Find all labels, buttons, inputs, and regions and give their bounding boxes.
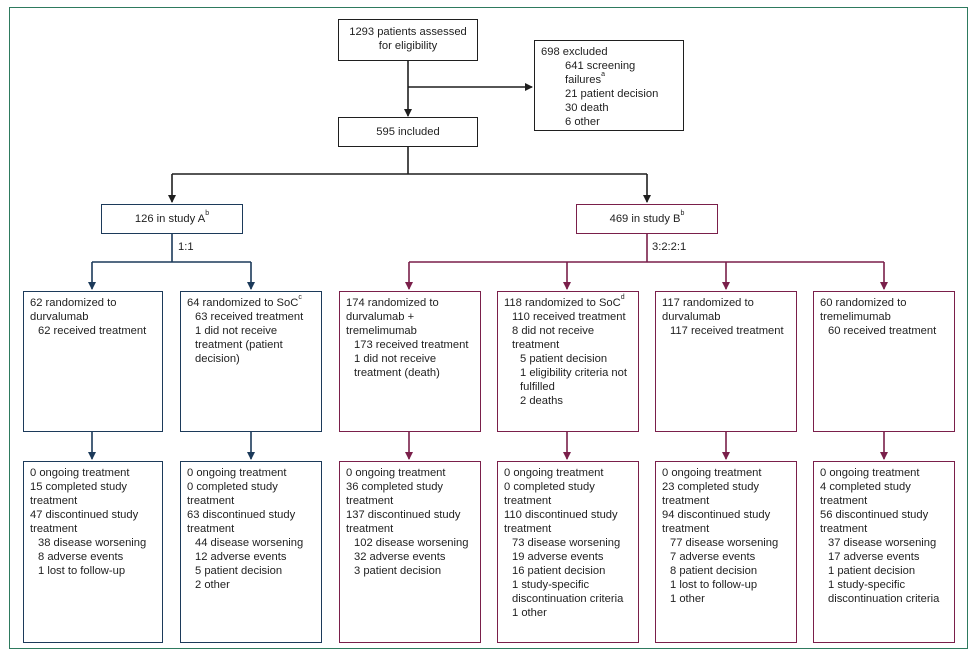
arm-3-outcome-box-line: 36 completed study treatment bbox=[346, 481, 444, 507]
arm-1-outcome-box-line: 1 lost to follow-up bbox=[38, 565, 126, 577]
arm-4-outcome-box: 0 ongoing treatment 0 completed study tre… bbox=[497, 461, 639, 643]
arm-5-randomized-box-line: 117 received treatment bbox=[670, 325, 784, 337]
arm-1-outcome-box-line: 15 completed study treatment bbox=[30, 481, 128, 507]
arm-3-outcome-box-line: 137 discontinued study treatment bbox=[346, 509, 461, 535]
arm-5-randomized-box-line: 117 randomized to durvalumab bbox=[662, 297, 754, 323]
arm-4-randomized-box-line: 2 deaths bbox=[520, 395, 563, 407]
study-b-ratio: 3:2:2:1 bbox=[652, 241, 687, 253]
arm-4-randomized-box-line: 8 did not receive treatment bbox=[512, 325, 595, 351]
arm-2-outcome-box-line: 12 adverse events bbox=[195, 551, 287, 563]
arm-2-outcome-box-line: 0 completed study treatment bbox=[187, 481, 278, 507]
study-b-label: 469 in study B bbox=[609, 213, 681, 225]
arm-2-outcome-box-line: 63 discontinued study treatment bbox=[187, 509, 296, 535]
arm-3-outcome-box-line: 102 disease worsening bbox=[354, 537, 469, 549]
study-b-connectors bbox=[405, 234, 888, 460]
arm-4-outcome-box-line: 0 ongoing treatment bbox=[504, 467, 604, 479]
arm-1-outcome-box-line: 0 ongoing treatment bbox=[30, 467, 130, 479]
included-text: 595 included bbox=[376, 126, 440, 138]
study-a-box: 126 in study Ab bbox=[101, 204, 243, 234]
arm-1-outcome-box-line: 38 disease worsening bbox=[38, 537, 147, 549]
excluded-item: 641 screening failuresa bbox=[565, 60, 636, 86]
study-a-footnote: b bbox=[205, 210, 210, 217]
arm-3-randomized-box: 174 randomized to durvalumab + tremelimu… bbox=[339, 291, 481, 432]
arm-2-outcome-box: 0 ongoing treatment 0 completed study tre… bbox=[180, 461, 322, 643]
arm-6-outcome-box-line: 37 disease worsening bbox=[828, 537, 937, 549]
arm-1-outcome-box-line: 8 adverse events bbox=[38, 551, 124, 563]
excluded-item: 6 other bbox=[565, 116, 600, 128]
excluded-item: 30 death bbox=[565, 102, 609, 114]
arm-6-outcome-box-line: 56 discontinued study treatment bbox=[820, 509, 929, 535]
arm-6-outcome-box-line: 1 patient decision bbox=[828, 565, 916, 577]
arm-1-outcome-box-line: 47 discontinued study treatment bbox=[30, 509, 139, 535]
arm-4-randomized-box-line: 5 patient decision bbox=[520, 353, 608, 365]
arm-1-outcome-box: 0 ongoing treatment 15 completed study tr… bbox=[23, 461, 163, 643]
arm-5-outcome-box-line: 23 completed study treatment bbox=[662, 481, 760, 507]
arm-5-outcome-box-line: 8 patient decision bbox=[670, 565, 758, 577]
arm-3-outcome-box-line: 0 ongoing treatment bbox=[346, 467, 446, 479]
arm-6-randomized-box-line: 60 received treatment bbox=[828, 325, 937, 337]
excluded-box: 698 excluded 641 screening failuresa 21 … bbox=[534, 40, 684, 131]
arm-2-outcome-box-line: 2 other bbox=[195, 579, 230, 591]
arm-3-outcome-box: 0 ongoing treatment 36 completed study tr… bbox=[339, 461, 481, 643]
arm-5-randomized-box: 117 randomized to durvalumab 117 received… bbox=[655, 291, 797, 432]
arm-2-randomized-box-line: 1 did not receive treatment (patient dec… bbox=[195, 325, 283, 365]
arm-3-outcome-box-line: 3 patient decision bbox=[354, 565, 442, 577]
arm-2-outcome-box-line: 0 ongoing treatment bbox=[187, 467, 287, 479]
study-b-footnote: b bbox=[680, 210, 685, 217]
arm-5-outcome-box-line: 0 ongoing treatment bbox=[662, 467, 762, 479]
figure-frame bbox=[9, 7, 968, 649]
assessed-text: 1293 patients assessed for eligibility bbox=[349, 26, 467, 52]
arm-4-randomized-box: 118 randomized to SoCd 110 received treat… bbox=[497, 291, 639, 432]
arm-4-randomized-box-line: 110 received treatment bbox=[512, 311, 626, 323]
arm-6-outcome-box: 0 ongoing treatment 4 completed study tre… bbox=[813, 461, 955, 643]
study-a-ratio: 1:1 bbox=[178, 241, 194, 253]
included-box: 595 included bbox=[338, 117, 478, 147]
arm-2-randomized-box: 64 randomized to SoCc 63 received treatme… bbox=[180, 291, 322, 432]
arm-4-outcome-box-line: 16 patient decision bbox=[512, 565, 606, 577]
arm-3-outcome-box-line: 32 adverse events bbox=[354, 551, 446, 563]
arm-6-outcome-box-line: 0 ongoing treatment bbox=[820, 467, 920, 479]
arm-5-outcome-box-line: 1 lost to follow-up bbox=[670, 579, 758, 591]
arm-6-outcome-box-line: 1 study-specific discontinuation criteri… bbox=[828, 579, 940, 605]
arm-6-randomized-box-line: 60 randomized to tremelimumab bbox=[820, 297, 907, 323]
arm-5-outcome-box: 0 ongoing treatment 23 completed study tr… bbox=[655, 461, 797, 643]
arm-1-randomized-box-line: 62 received treatment bbox=[38, 325, 147, 337]
study-a-label: 126 in study A bbox=[134, 213, 206, 225]
arm-4-outcome-box-line: 73 disease worsening bbox=[512, 537, 621, 549]
arm-4-outcome-box-line: 1 other bbox=[512, 607, 547, 619]
arm-5-outcome-box-line: 77 disease worsening bbox=[670, 537, 779, 549]
excluded-title: 698 excluded bbox=[541, 46, 608, 58]
arm-4-outcome-box-line: 0 completed study treatment bbox=[504, 481, 595, 507]
arm-1-randomized-box-line: 62 randomized to bbox=[30, 297, 117, 309]
arm-2-randomized-box-line: 63 received treatment bbox=[195, 311, 304, 323]
study-a-connectors bbox=[88, 234, 255, 460]
arm-1-randomized-box: 62 randomized to durvalumab 62 received tr… bbox=[23, 291, 163, 432]
arm-3-randomized-box-line: 1 did not receive treatment (death) bbox=[354, 353, 440, 379]
arm-4-outcome-box-line: 110 discontinued study treatment bbox=[504, 509, 618, 535]
arm-4-outcome-box-line: 19 adverse events bbox=[512, 551, 604, 563]
arm-6-outcome-box-line: 4 completed study treatment bbox=[820, 481, 911, 507]
study-b-box: 469 in study Bb bbox=[576, 204, 718, 234]
arm-3-randomized-box-line: 173 received treatment bbox=[354, 339, 469, 351]
arm-4-randomized-box-line: 1 eligibility criteria not fulfilled bbox=[520, 367, 627, 393]
arm-6-randomized-box: 60 randomized to tremelimumab 60 received… bbox=[813, 291, 955, 432]
arm-2-outcome-box-line: 44 disease worsening bbox=[195, 537, 304, 549]
arm-1-randomized-box-line: durvalumab bbox=[30, 311, 89, 323]
arm-2-outcome-box-line: 5 patient decision bbox=[195, 565, 283, 577]
arm-2-randomized-box-line: 64 randomized to SoCc bbox=[187, 294, 302, 309]
arm-5-outcome-box-line: 1 other bbox=[670, 593, 705, 605]
assessed-box: 1293 patients assessed for eligibility bbox=[338, 19, 478, 61]
excluded-item: 21 patient decision bbox=[565, 88, 659, 100]
arm-4-outcome-box-line: 1 study-specific discontinuation criteri… bbox=[512, 579, 624, 605]
arm-6-outcome-box-line: 17 adverse events bbox=[828, 551, 920, 563]
arm-5-outcome-box-line: 94 discontinued study treatment bbox=[662, 509, 771, 535]
top-connectors bbox=[168, 61, 651, 203]
arm-3-randomized-box-line: 174 randomized to durvalumab + tremelimu… bbox=[346, 297, 439, 337]
arm-4-randomized-box-line: 118 randomized to SoCd bbox=[504, 294, 625, 309]
arm-5-outcome-box-line: 7 adverse events bbox=[670, 551, 756, 563]
